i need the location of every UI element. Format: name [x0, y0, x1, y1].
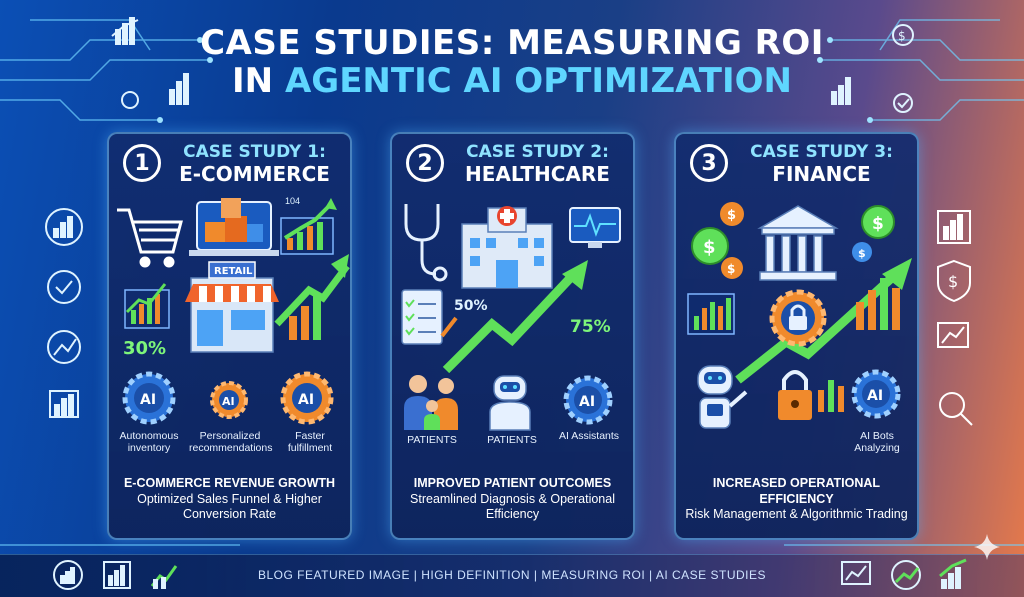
title-line-2-prefix: IN: [232, 61, 285, 102]
sparkle-icon: [974, 534, 1000, 560]
heart-monitor-icon: [569, 207, 621, 248]
patients-family-icon: [404, 375, 458, 430]
side-icons-left: [45, 208, 83, 418]
finance-illustration: $ $ $ $ $: [687, 202, 912, 429]
item-label: PATIENTS: [487, 434, 537, 446]
item-label: AI Assistants: [558, 430, 620, 442]
case-summary: IMPROVED PATIENT OUTCOMES Streamlined Di…: [396, 476, 629, 523]
svg-text:$: $: [858, 247, 866, 260]
growth-arrow: [442, 270, 578, 374]
stat-percent: 30%: [123, 338, 166, 359]
case-summary: E-COMMERCE REVENUE GROWTH Optimized Sale…: [113, 476, 346, 523]
coins-icon: $ $ $: [691, 202, 744, 279]
svg-text:$: $: [727, 262, 735, 276]
healthcare-illustration: 50% 75% AI: [401, 204, 621, 431]
gear-icon-ai-assistants: AI: [563, 375, 613, 425]
item-label: PATIENTS: [407, 434, 457, 446]
stat-percent-a: 50%: [454, 298, 488, 314]
title-line-2-accent: AGENTIC AI OPTIMIZATION: [284, 61, 792, 102]
case-name: HEALTHCARE: [465, 162, 610, 186]
ai-label: AI: [140, 392, 156, 408]
case-study-healthcare-panel: 2 CASE STUDY 2: HEALTHCARE: [390, 132, 635, 540]
retail-store-icon: RETAIL: [185, 261, 279, 353]
gear-icon-personalized: AI: [210, 381, 248, 419]
bottom-icons-right: [841, 558, 967, 590]
growth-arrow: [274, 263, 350, 327]
case-study-ecommerce-panel: 1 CASE STUDY 1: E-COMMERCE 104: [107, 132, 352, 540]
case-study-finance-panel: 3 CASE STUDY 3: FINANCE $ $ $ $ $: [674, 132, 919, 540]
side-icons-right: $: [937, 210, 973, 426]
svg-text:$: $: [872, 214, 884, 234]
ai-label: AI: [222, 395, 235, 408]
shopping-cart-icon: [117, 208, 183, 268]
item-label: AI Bots Analyzing: [854, 430, 900, 455]
clipboard-icon: [401, 289, 458, 345]
item-label: Autonomous inventory: [119, 430, 179, 455]
summary-subtitle: Risk Management & Algorithmic Trading: [685, 507, 908, 522]
case-number-badge: 3: [690, 144, 728, 182]
case-number-badge: 1: [123, 144, 161, 182]
ecommerce-illustration: 104 30% RETAIL: [117, 196, 350, 425]
growth-chart-icon: [280, 198, 337, 255]
stat-tag: 104: [285, 196, 300, 206]
robot-doctor-icon: [489, 375, 531, 431]
case-summary: INCREASED OPERATIONAL EFFICIENCY Risk Ma…: [680, 476, 913, 523]
svg-text:$: $: [898, 29, 906, 43]
svg-text:$: $: [703, 237, 716, 258]
hospital-building-icon: [461, 206, 553, 289]
case-label: CASE STUDY 3:: [750, 142, 893, 162]
orange-bars: [289, 294, 321, 340]
summary-title: INCREASED OPERATIONAL EFFICIENCY: [712, 476, 881, 506]
case-name: FINANCE: [772, 162, 871, 186]
summary-subtitle: Streamlined Diagnosis & Operational Effi…: [410, 491, 615, 522]
gear-icon-fulfillment: AI: [280, 371, 334, 425]
security-gear-lock-icon: [769, 289, 827, 347]
bottom-caption: BLOG FEATURED IMAGE | HIGH DEFINITION | …: [257, 568, 767, 582]
summary-subtitle: Optimized Sales Funnel & Higher Conversi…: [137, 491, 322, 522]
stat-percent-b: 75%: [570, 317, 611, 337]
case-name: E-COMMERCE: [179, 162, 330, 186]
bar-chart-right-icon: [856, 278, 900, 330]
ai-label: AI: [298, 392, 314, 408]
case-label: CASE STUDY 1:: [183, 142, 326, 162]
dollar-coins-right-icon: $ $: [852, 205, 895, 262]
gear-icon-ai-bots: AI: [851, 369, 901, 419]
robot-icon: [697, 365, 748, 429]
laptop-boxes-icon: [189, 198, 279, 256]
bars-bottom-icon: [818, 380, 844, 412]
padlock-icon: [778, 370, 812, 420]
bar-chart-icon: [124, 283, 170, 329]
item-label: Faster fulfillment: [287, 430, 333, 455]
case-label: CASE STUDY 2:: [466, 142, 609, 162]
svg-text:$: $: [727, 208, 736, 223]
page-title: CASE STUDIES: MEASURING ROI IN AGENTIC A…: [0, 24, 1024, 100]
ai-label: AI: [867, 388, 883, 404]
summary-title: E-COMMERCE REVENUE GROWTH: [123, 476, 336, 490]
stethoscope-icon: [404, 204, 448, 282]
gear-icon-autonomous: AI: [122, 371, 176, 425]
store-sign: RETAIL: [214, 266, 253, 277]
case-number-badge: 2: [406, 144, 444, 182]
summary-title: IMPROVED PATIENT OUTCOMES: [413, 476, 612, 490]
growth-arrow: [735, 270, 900, 384]
svg-text:$: $: [948, 272, 958, 291]
item-label: Personalized recommendations: [189, 430, 273, 455]
ai-label: AI: [579, 394, 595, 410]
bottom-icons-left: [53, 560, 178, 590]
title-line-1: CASE STUDIES: MEASURING ROI: [200, 23, 824, 63]
bank-building-icon: [757, 205, 839, 281]
bar-chart-icon: [687, 293, 735, 335]
